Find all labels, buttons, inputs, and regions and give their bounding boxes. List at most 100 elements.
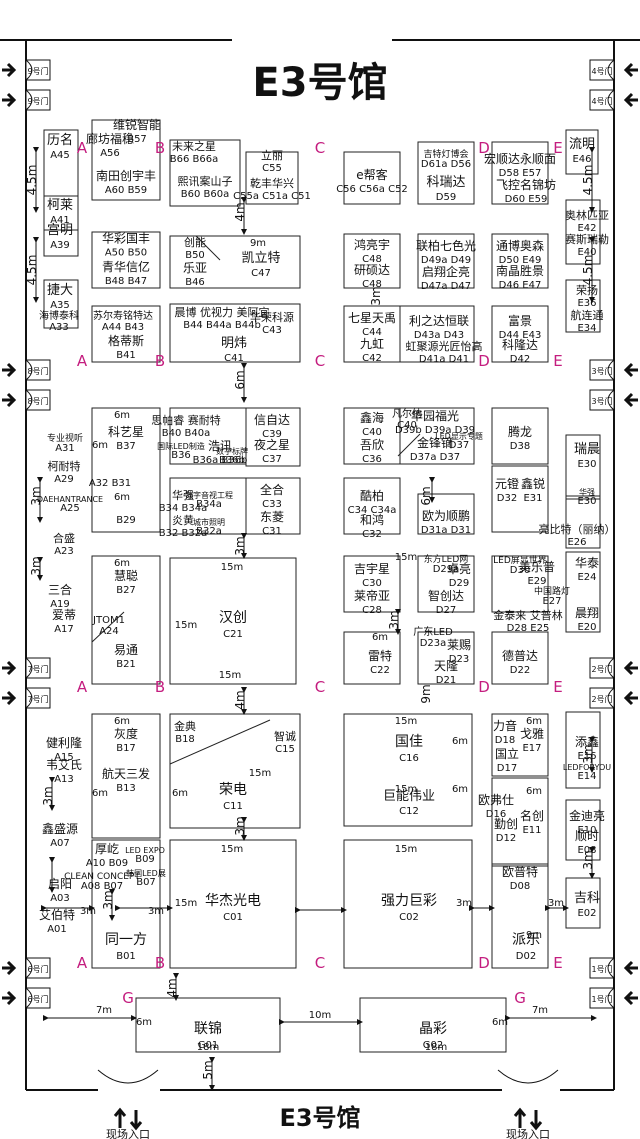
gate-left[interactable]: 7号门 xyxy=(2,687,51,709)
booth[interactable]: B29 xyxy=(116,515,136,526)
bottom-entrance[interactable]: 现场入口 xyxy=(497,1069,559,1139)
gate-right[interactable]: 4号门 xyxy=(589,59,638,81)
gate-left[interactable]: 7号门 xyxy=(2,657,51,679)
gate-right[interactable]: 3号门 xyxy=(589,359,638,381)
gate-left[interactable]: 6号门 xyxy=(2,987,51,1009)
gate-right[interactable]: 2号门 xyxy=(589,687,638,709)
booth[interactable]: A32 B31 xyxy=(89,478,131,489)
gate-left[interactable]: 9号门 xyxy=(2,89,51,111)
